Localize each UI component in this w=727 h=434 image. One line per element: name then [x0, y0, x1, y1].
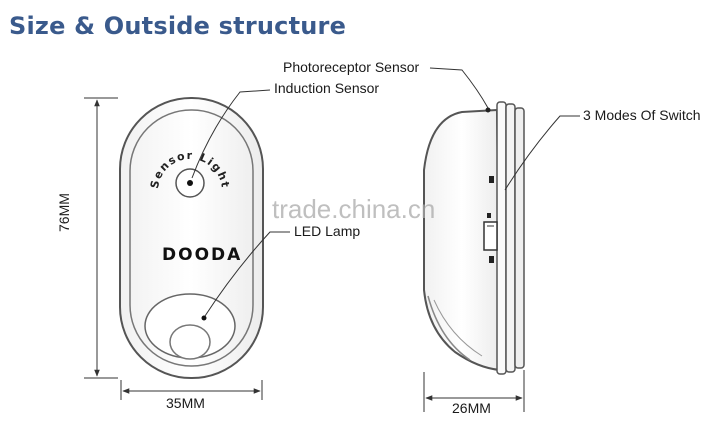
leader-lines: [191, 67, 580, 317]
label-induction-sensor: Induction Sensor: [274, 80, 380, 96]
side-view: [423, 101, 525, 375]
side-plate-3: [514, 107, 525, 369]
label-led-lamp: LED Lamp: [294, 223, 361, 239]
switch-mode-bottom: [489, 256, 494, 263]
leader-switch: [504, 115, 580, 191]
label-photoreceptor-sensor: Photoreceptor Sensor: [283, 59, 420, 75]
leader-induction: [191, 89, 271, 179]
photoreceptor-dot: [485, 107, 491, 113]
page-title: Size & Outside structure: [9, 12, 347, 40]
front-view: [119, 97, 264, 379]
dimension-depth: 26MM: [452, 400, 491, 416]
switch-slot: [483, 221, 498, 251]
dimension-height: 76MM: [56, 193, 72, 232]
leader-led: [204, 231, 290, 317]
leader-photoreceptor: [429, 67, 489, 109]
side-dome-edge-2: [433, 299, 483, 357]
switch-mode-top: [489, 176, 494, 183]
side-plate-2: [505, 103, 516, 373]
led-lamp-inner: [169, 324, 211, 360]
side-plate-1: [496, 101, 507, 375]
label-3-modes-of-switch: 3 Modes Of Switch: [583, 107, 701, 123]
dimension-width: 35MM: [166, 395, 205, 411]
front-inner-shell: [129, 109, 254, 367]
brand-logo: DOODA: [162, 245, 243, 265]
dimension-lines: [84, 97, 525, 412]
led-dot: [201, 315, 207, 321]
induction-sensor-dot: [187, 180, 193, 186]
side-body: [423, 108, 502, 372]
watermark: trade.china.cn: [272, 194, 436, 224]
switch-mode-mid: [487, 213, 491, 218]
side-dome-edge: [427, 295, 471, 361]
